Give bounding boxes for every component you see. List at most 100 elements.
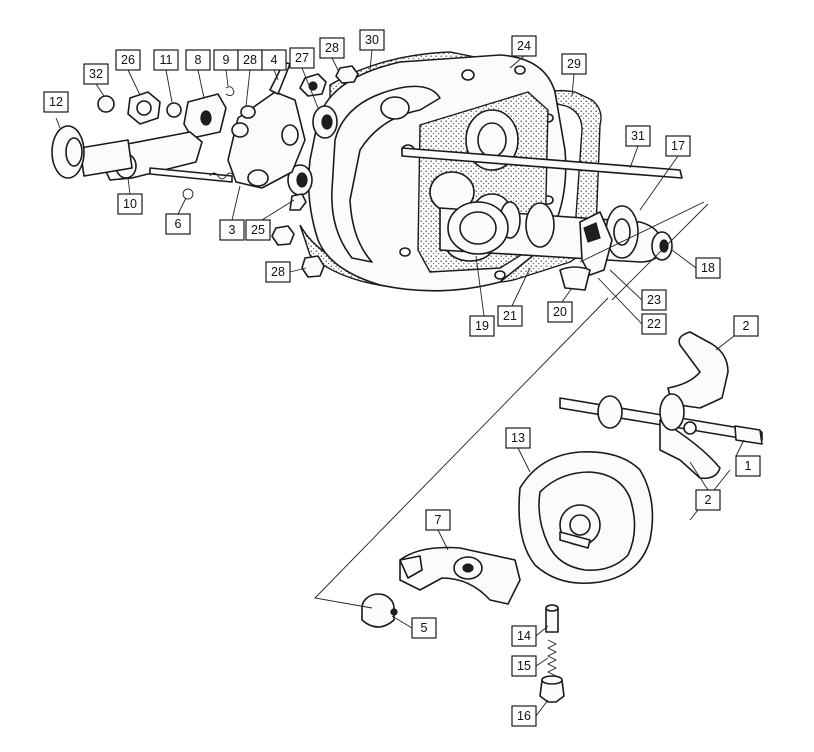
callout-c7: 7 — [425, 509, 451, 551]
selector-fork-part-2 — [559, 331, 763, 480]
plunger-spring-plug-parts-14-16 — [539, 604, 565, 703]
callout-box — [641, 313, 667, 335]
callout-number: 28 — [271, 265, 285, 279]
callout-number: 9 — [223, 53, 230, 67]
callout-number: 19 — [475, 319, 489, 333]
callout-c32: 32 — [83, 63, 109, 97]
selector-drum-assembly — [439, 201, 673, 291]
callout-leader — [561, 287, 573, 303]
callout-number: 15 — [517, 659, 531, 673]
callout-box — [425, 509, 451, 531]
callout-box — [359, 29, 385, 51]
callout-c8: 8 — [185, 49, 211, 99]
callout-c13: 13 — [505, 427, 531, 473]
callout-number: 17 — [671, 139, 685, 153]
callout-box — [625, 125, 651, 147]
callout-c31: 31 — [625, 125, 651, 169]
callout-leader — [715, 335, 735, 351]
outer-cover-components — [51, 61, 359, 278]
callout-number: 24 — [517, 39, 531, 53]
callout-number: 28 — [243, 53, 257, 67]
callout-number: 26 — [121, 53, 135, 67]
callout-c27: 27 — [289, 47, 319, 109]
callout-number: 22 — [647, 317, 661, 331]
callout-c2b: 2 — [689, 461, 721, 511]
callout-box — [411, 617, 437, 639]
callout-box — [511, 625, 537, 647]
callout-box — [117, 193, 143, 215]
callout-c20: 20 — [547, 287, 573, 323]
callout-number: 27 — [295, 51, 309, 65]
callout-leader — [331, 57, 339, 71]
callout-c9: 9 — [213, 49, 239, 87]
callout-number: 10 — [123, 197, 137, 211]
callout-leader — [127, 177, 131, 195]
callout-number: 12 — [49, 95, 63, 109]
callout-box — [185, 49, 211, 71]
callout-number: 31 — [631, 129, 645, 143]
callout-leader — [177, 197, 187, 215]
callout-leader — [245, 69, 251, 107]
callout-box — [261, 49, 287, 71]
callout-leader — [609, 269, 643, 301]
callout-number: 4 — [271, 53, 278, 67]
callout-number: 8 — [195, 53, 202, 67]
callout-c26: 26 — [115, 49, 141, 96]
callout-c17: 17 — [639, 135, 691, 211]
callout-leader — [629, 145, 639, 169]
callout-number: 18 — [701, 261, 715, 275]
callout-box — [219, 219, 245, 241]
callout-box — [265, 261, 291, 283]
callout-c23: 23 — [609, 269, 667, 311]
callout-c12: 12 — [43, 91, 69, 129]
callout-number: 11 — [160, 53, 173, 67]
callout-leader — [225, 69, 229, 87]
callout-number: 5 — [421, 621, 428, 635]
callout-leader — [597, 277, 643, 325]
quadrant-arm-part-7 — [399, 546, 521, 605]
callout-c24: 24 — [509, 35, 537, 69]
callout-box — [641, 289, 667, 311]
callout-number: 6 — [175, 217, 182, 231]
callout-c16: 16 — [511, 699, 549, 727]
callout-leader — [261, 199, 295, 221]
callout-c19: 19 — [469, 255, 495, 337]
callout-box — [511, 655, 537, 677]
callout-number: 28 — [325, 41, 339, 55]
callout-c3: 3 — [219, 185, 245, 241]
callout-box — [505, 427, 531, 449]
callout-leader — [231, 185, 241, 221]
callout-number: 20 — [553, 305, 567, 319]
callout-leader — [671, 249, 697, 269]
callout-leader — [535, 625, 549, 637]
callout-box — [733, 315, 759, 337]
callout-c15: 15 — [511, 655, 549, 677]
callout-leader — [301, 67, 319, 109]
callout-c29: 29 — [561, 53, 587, 97]
callout-box — [735, 455, 761, 477]
callout-leader — [535, 699, 549, 717]
callout-number: 2 — [705, 493, 712, 507]
callout-c28c: 28 — [265, 261, 307, 283]
callout-box — [561, 53, 587, 75]
callout-leader — [475, 255, 485, 317]
bush-part-5 — [361, 593, 398, 628]
callout-box — [497, 305, 523, 327]
callout-box — [469, 315, 495, 337]
callout-box — [153, 49, 179, 71]
plate-part-13 — [518, 451, 654, 585]
callout-box — [289, 47, 315, 69]
callout-leader — [517, 447, 531, 473]
callout-box — [511, 705, 537, 727]
callout-leader — [689, 461, 709, 491]
callout-leader — [639, 155, 679, 211]
callout-box — [665, 135, 691, 157]
callout-number: 2 — [743, 319, 750, 333]
callout-leader — [289, 267, 307, 273]
callout-number: 23 — [647, 293, 661, 307]
callout-box — [547, 301, 573, 323]
callout-box — [319, 37, 345, 59]
callout-number: 1 — [745, 459, 752, 473]
callout-leader — [95, 83, 105, 97]
callout-leader — [437, 529, 449, 551]
